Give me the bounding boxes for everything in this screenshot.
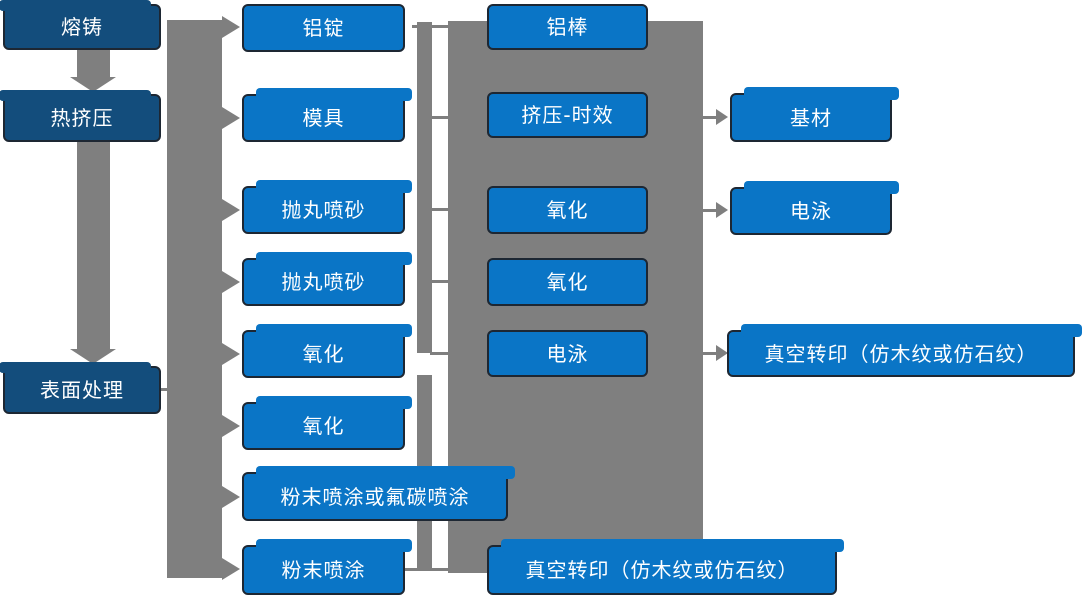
arrowhead-to-mold bbox=[222, 107, 240, 129]
connector-to-vacuum-transfer bbox=[703, 352, 718, 355]
arrowhead-to-shot-blasting-1 bbox=[222, 199, 240, 221]
connector-to-electrophoresis bbox=[703, 209, 718, 212]
node-mold: 模具 bbox=[242, 88, 412, 142]
arrow-extrusion-to-surface-head bbox=[70, 349, 116, 364]
node-oxidation-4: 氧化 bbox=[487, 258, 648, 306]
arrowhead-to-powder-fluorocarbon bbox=[222, 486, 240, 508]
arrowhead-to-base-material bbox=[716, 109, 728, 125]
trunk-left bbox=[167, 20, 222, 578]
node-powder-coating: 粉末喷涂 bbox=[242, 539, 412, 595]
arrowhead-to-oxidation-2 bbox=[222, 415, 240, 437]
node-aluminum-ingot: 铝锭 bbox=[242, 4, 405, 52]
node-melting-casting: 熔铸 bbox=[0, 0, 161, 50]
node-electrophoresis-2: 电泳 bbox=[730, 181, 899, 235]
node-oxidation-2: 氧化 bbox=[242, 396, 412, 450]
arrowhead-to-electrophoresis bbox=[716, 202, 728, 218]
connector-row3 bbox=[430, 208, 450, 211]
connector-row8 bbox=[405, 568, 450, 571]
arrowhead-to-aluminum-ingot bbox=[222, 16, 240, 38]
arrowhead-to-shot-blasting-2 bbox=[222, 271, 240, 293]
connector-row2 bbox=[430, 116, 450, 119]
node-extrusion-aging: 挤压-时效 bbox=[487, 92, 648, 138]
connector-row4 bbox=[430, 280, 450, 283]
node-aluminum-rod: 铝棒 bbox=[487, 4, 648, 50]
arrowhead-to-powder-coating bbox=[222, 558, 240, 580]
node-shot-blasting-2: 抛丸喷砂 bbox=[242, 252, 412, 306]
collector-bar-top bbox=[417, 22, 432, 353]
node-shot-blasting-1: 抛丸喷砂 bbox=[242, 180, 412, 234]
arrowhead-to-vacuum-transfer bbox=[716, 345, 728, 361]
connector-surface-treatment bbox=[159, 388, 171, 391]
node-hot-extrusion: 热挤压 bbox=[0, 90, 161, 142]
node-base-material: 基材 bbox=[730, 87, 899, 142]
arrowhead-to-oxidation-1 bbox=[222, 343, 240, 365]
node-electrophoresis-1: 电泳 bbox=[487, 330, 648, 377]
node-oxidation-1: 氧化 bbox=[242, 324, 412, 378]
connector-to-base-material bbox=[703, 116, 718, 119]
arrow-melting-to-extrusion-shaft bbox=[77, 50, 110, 78]
connector-row5 bbox=[430, 352, 450, 355]
node-surface-treatment: 表面处理 bbox=[0, 362, 161, 414]
arrow-melting-to-extrusion-head bbox=[70, 77, 116, 92]
node-oxidation-3: 氧化 bbox=[487, 186, 648, 234]
arrow-extrusion-to-surface-shaft bbox=[77, 142, 110, 349]
node-vacuum-transfer-right: 真空转印（仿木纹或仿石纹） bbox=[727, 324, 1082, 377]
node-powder-or-fluorocarbon-coating: 粉末喷涂或氟碳喷涂 bbox=[242, 466, 515, 521]
connector-row1 bbox=[412, 25, 450, 28]
node-vacuum-transfer-bottom: 真空转印（仿木纹或仿石纹） bbox=[487, 539, 844, 595]
